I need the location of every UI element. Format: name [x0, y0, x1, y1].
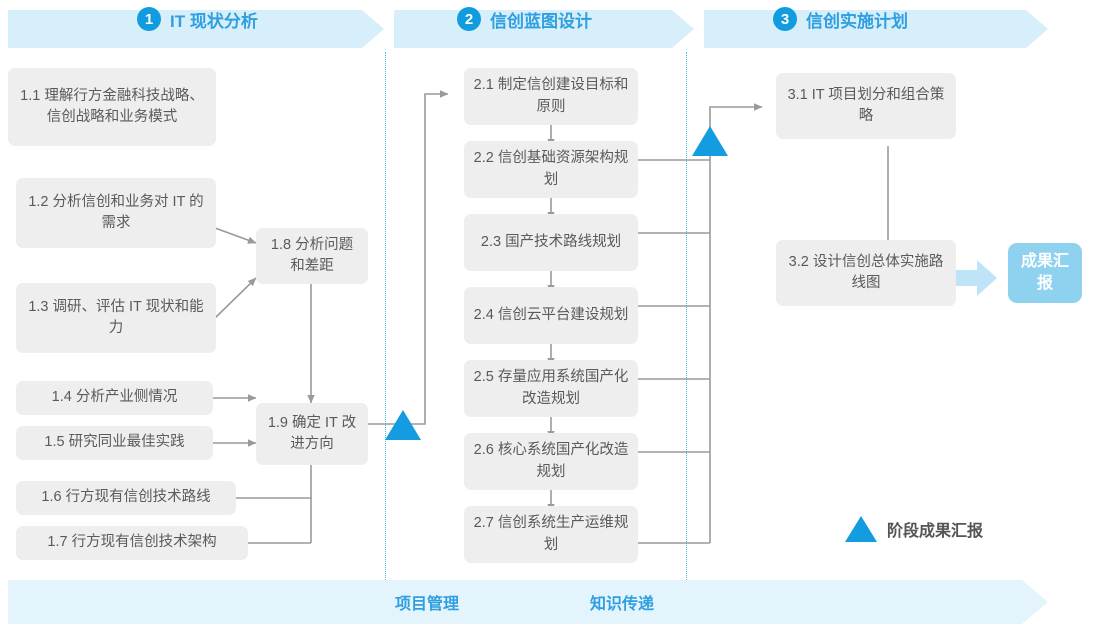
legend-label: 阶段成果汇报 — [887, 523, 984, 540]
phase-header-bar — [8, 10, 1048, 48]
task-box-3-1[interactable]: 3.1 IT 项目划分和组合策略 — [776, 73, 956, 139]
legend: 阶段成果汇报 — [845, 516, 983, 542]
task-box-1-7[interactable]: 1.7 行方现有信创技术架构 — [16, 526, 248, 560]
phase-number-badge-2: 2 — [457, 7, 481, 31]
phase-segment-1 — [8, 10, 384, 48]
phase-segment-3 — [704, 10, 1048, 48]
task-box-2-1[interactable]: 2.1 制定信创建设目标和原则 — [464, 68, 638, 125]
deliverable-box[interactable]: 成果汇报 — [1008, 243, 1082, 303]
task-box-3-2[interactable]: 3.2 设计信创总体实施路线图 — [776, 240, 956, 306]
phase-segment-2 — [394, 10, 694, 48]
task-box-2-5[interactable]: 2.5 存量应用系统国产化改造规划 — [464, 360, 638, 417]
bottom-track-bar — [8, 580, 1048, 624]
milestone-triangle-phase1 — [385, 410, 421, 440]
phase-title-1: IT 现状分析 — [170, 11, 258, 31]
bottom-label-project-management[interactable]: 项目管理 — [395, 596, 460, 613]
task-box-1-2[interactable]: 1.2 分析信创和业务对 IT 的需求 — [16, 178, 216, 248]
task-box-1-1[interactable]: 1.1 理解行方金融科技战略、信创战略和业务模式 — [8, 68, 216, 146]
phase-title-3: 信创实施计划 — [806, 11, 908, 31]
task-box-2-3[interactable]: 2.3 国产技术路线规划 — [464, 214, 638, 271]
phase-title-2: 信创蓝图设计 — [490, 11, 592, 31]
task-box-1-5[interactable]: 1.5 研究同业最佳实践 — [16, 426, 213, 460]
phase-divider-1-2 — [385, 52, 386, 580]
milestone-triangle-phase2 — [692, 126, 728, 156]
task-box-1-3[interactable]: 1.3 调研、评估 IT 现状和能力 — [16, 283, 216, 353]
task-box-2-4[interactable]: 2.4 信创云平台建设规划 — [464, 287, 638, 344]
deliverable-arrow — [955, 260, 997, 296]
task-box-1-9[interactable]: 1.9 确定 IT 改进方向 — [256, 403, 368, 465]
phase-header-3[interactable]: 3 信创实施计划 — [773, 0, 908, 38]
task-box-1-6[interactable]: 1.6 行方现有信创技术路线 — [16, 481, 236, 515]
milestone-triangle-icon — [845, 516, 877, 542]
task-box-2-7[interactable]: 2.7 信创系统生产运维规划 — [464, 506, 638, 563]
task-box-1-8[interactable]: 1.8 分析问题和差距 — [256, 228, 368, 284]
bottom-label-knowledge-transfer[interactable]: 知识传递 — [590, 596, 655, 613]
phase-number-badge-3: 3 — [773, 7, 797, 31]
phase-header-1[interactable]: 1 IT 现状分析 — [137, 0, 258, 38]
task-box-2-6[interactable]: 2.6 核心系统国产化改造规划 — [464, 433, 638, 490]
phase-header-2[interactable]: 2 信创蓝图设计 — [457, 0, 592, 38]
phase-divider-2-3 — [686, 52, 687, 580]
task-box-1-4[interactable]: 1.4 分析产业侧情况 — [16, 381, 213, 415]
phase-number-badge-1: 1 — [137, 7, 161, 31]
task-box-2-2[interactable]: 2.2 信创基础资源架构规划 — [464, 141, 638, 198]
